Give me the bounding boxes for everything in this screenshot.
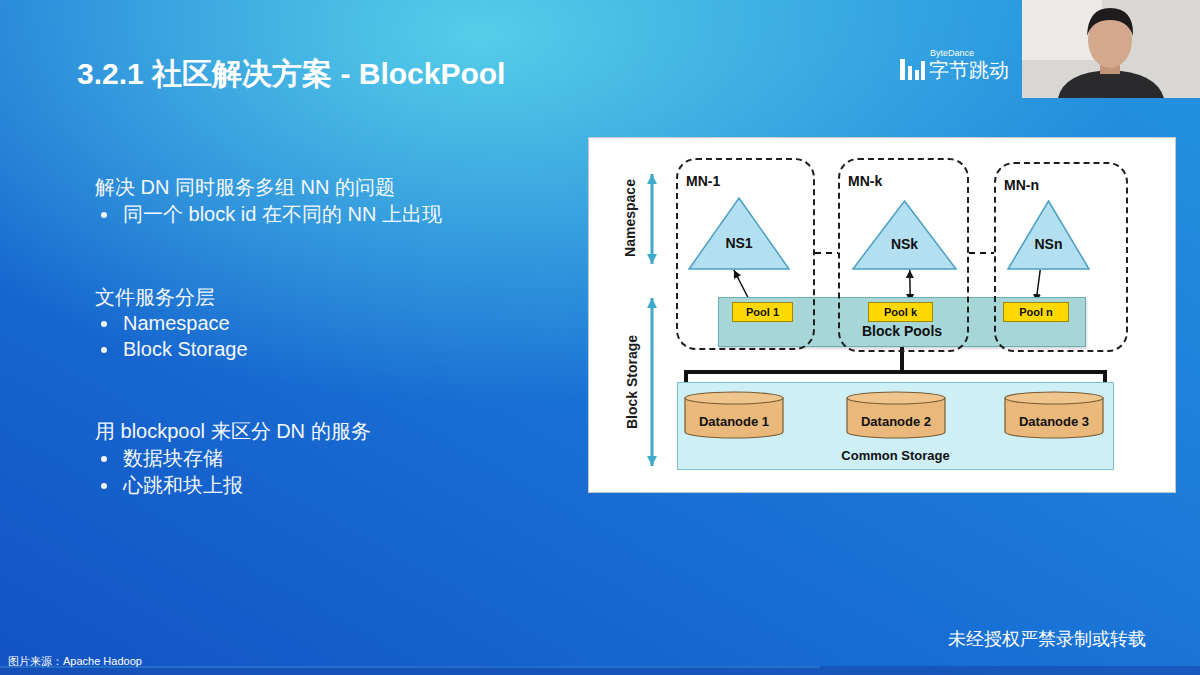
axis-label: Namespace [622, 179, 639, 257]
node-label: Pool n [1019, 306, 1053, 319]
webcam-wall [1022, 0, 1200, 98]
datanode-cylinder: Datanode 3 [1004, 391, 1104, 439]
triangle-shape [1008, 201, 1089, 269]
bullet-dot [101, 347, 107, 353]
body-text: 文件服务分层 [95, 285, 215, 309]
dashed-link [969, 252, 994, 254]
cylinder-top [847, 392, 945, 404]
diagram-panel: Block PoolsMN-1NS1Pool 1MN-kNSkPool kMN-… [589, 138, 1175, 492]
triangle-outline [1007, 200, 1090, 270]
namespace-box: MN-1NS1Pool 1 [676, 158, 815, 350]
person-hair [1087, 8, 1133, 36]
node-label: NSn [1035, 236, 1063, 252]
namespace-box: MN-kNSkPool k [838, 158, 969, 352]
common-storage-band: Common Storage Datanode 1 Datanode 2 Datano… [677, 382, 1114, 470]
bullet-text: 同一个 block id 在不同的 NN 上出现 [123, 202, 442, 226]
webcam-video [1022, 0, 1200, 98]
logo-bar [900, 59, 905, 80]
body-text: 用 blockpool 来区分 DN 的服务 [95, 419, 371, 443]
node-label: Datanode 1 [699, 415, 769, 430]
node-label: Datanode 2 [861, 415, 931, 430]
namespace-triangle: NSn [1007, 200, 1090, 270]
namespace-triangle: NSk [852, 200, 957, 270]
bullet-dot [101, 321, 107, 327]
bullet-text: Namespace [123, 311, 230, 335]
triangle-outline [852, 200, 957, 270]
logo-text: ByteDance [930, 48, 974, 59]
bullet-dot [101, 456, 107, 462]
person-body [1058, 70, 1164, 98]
cylinder-top [685, 392, 783, 404]
block-storage-axis [651, 298, 654, 466]
node-label: Pool k [884, 306, 917, 319]
namespace-triangle: NS1 [688, 197, 790, 270]
slide-title: 3.2.1 社区解决方案 - BlockPool [77, 56, 505, 92]
axis-label: Block Storage [624, 335, 641, 429]
dashed-link [815, 252, 838, 254]
triangle-outline [688, 197, 790, 270]
datanode-cylinder: Datanode 2 [846, 391, 946, 439]
source-note: 图片来源：Apache Hadoop [8, 655, 142, 668]
pool-box: Pool n [1003, 302, 1069, 322]
node-label: Pool 1 [746, 306, 779, 319]
body-text: 解决 DN 同时服务多组 NN 的问题 [95, 175, 395, 199]
node-label: Block Pools [862, 323, 942, 339]
logo-bar [921, 61, 925, 80]
node-label: Datanode 3 [1019, 415, 1089, 430]
bullet-text: 数据块存储 [123, 446, 223, 470]
logo-text: 字节跳动 [929, 58, 1009, 82]
pool-box: Pool k [868, 302, 933, 322]
triangle-shape [853, 201, 956, 269]
cylinder-top [1005, 392, 1103, 404]
bullet-text: 心跳和块上报 [123, 473, 243, 497]
storage-bus [686, 347, 902, 382]
bullet-text: Block Storage [123, 337, 248, 361]
node-label: MN-n [1004, 177, 1039, 193]
logo-bar [908, 66, 912, 80]
node-layer: Block PoolsMN-1NS1Pool 1MN-kNSkPool kMN-… [589, 138, 1175, 492]
node-label: NSk [891, 236, 918, 252]
datanode-cylinder: Datanode 1 [684, 391, 784, 439]
logo-bar [915, 70, 919, 80]
bullet-dot [101, 212, 107, 218]
triangle-shape [689, 198, 789, 269]
node-label: MN-1 [686, 173, 720, 189]
namespace-axis [651, 174, 654, 264]
logo-icon [900, 59, 925, 80]
node-label: NS1 [725, 235, 752, 251]
bottom-bar [0, 666, 1200, 675]
storage-bus-branch [902, 372, 1105, 382]
pool-box: Pool 1 [732, 302, 793, 322]
namespace-box: MN-nNSnPool n [994, 162, 1128, 352]
bullet-dot [101, 483, 107, 489]
node-label: MN-k [848, 173, 882, 189]
watermark: 未经授权严禁录制或转载 [948, 629, 1146, 651]
node-label: Common Storage [841, 449, 949, 464]
